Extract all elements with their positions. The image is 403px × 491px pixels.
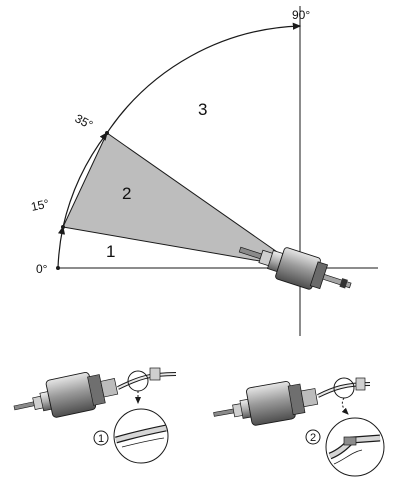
kink-highlight (343, 436, 357, 446)
zone-label-2: 2 (122, 184, 131, 203)
heater-device-top (238, 246, 352, 290)
clamp-right (355, 377, 366, 391)
heater-device-right (213, 381, 319, 426)
detail-number-1-circle (93, 430, 109, 446)
zone-label-1: 1 (106, 242, 115, 261)
heater-device-left (13, 371, 119, 418)
angle-label-15: 15° (30, 196, 51, 214)
tick-dot-35 (105, 131, 109, 135)
detail-number-2-circle (305, 429, 321, 445)
arc-0-15 (57, 225, 66, 269)
clamp-left (149, 367, 161, 381)
zone-label-3: 3 (198, 100, 207, 119)
detail-number-2: 2 (310, 432, 316, 444)
angle-label-0: 0° (36, 262, 48, 276)
zoom-bubble-right (325, 417, 385, 477)
tick-dot-0 (56, 266, 60, 270)
tick-dot-15 (61, 225, 65, 229)
zone-2-wedge (62, 132, 301, 269)
arc-15-35 (62, 132, 108, 228)
leader-right (341, 397, 349, 415)
angle-label-90: 90° (292, 8, 310, 22)
angle-label-35: 35° (73, 111, 96, 132)
arc-35-90 (106, 22, 302, 134)
detail-number-1: 1 (98, 433, 104, 445)
